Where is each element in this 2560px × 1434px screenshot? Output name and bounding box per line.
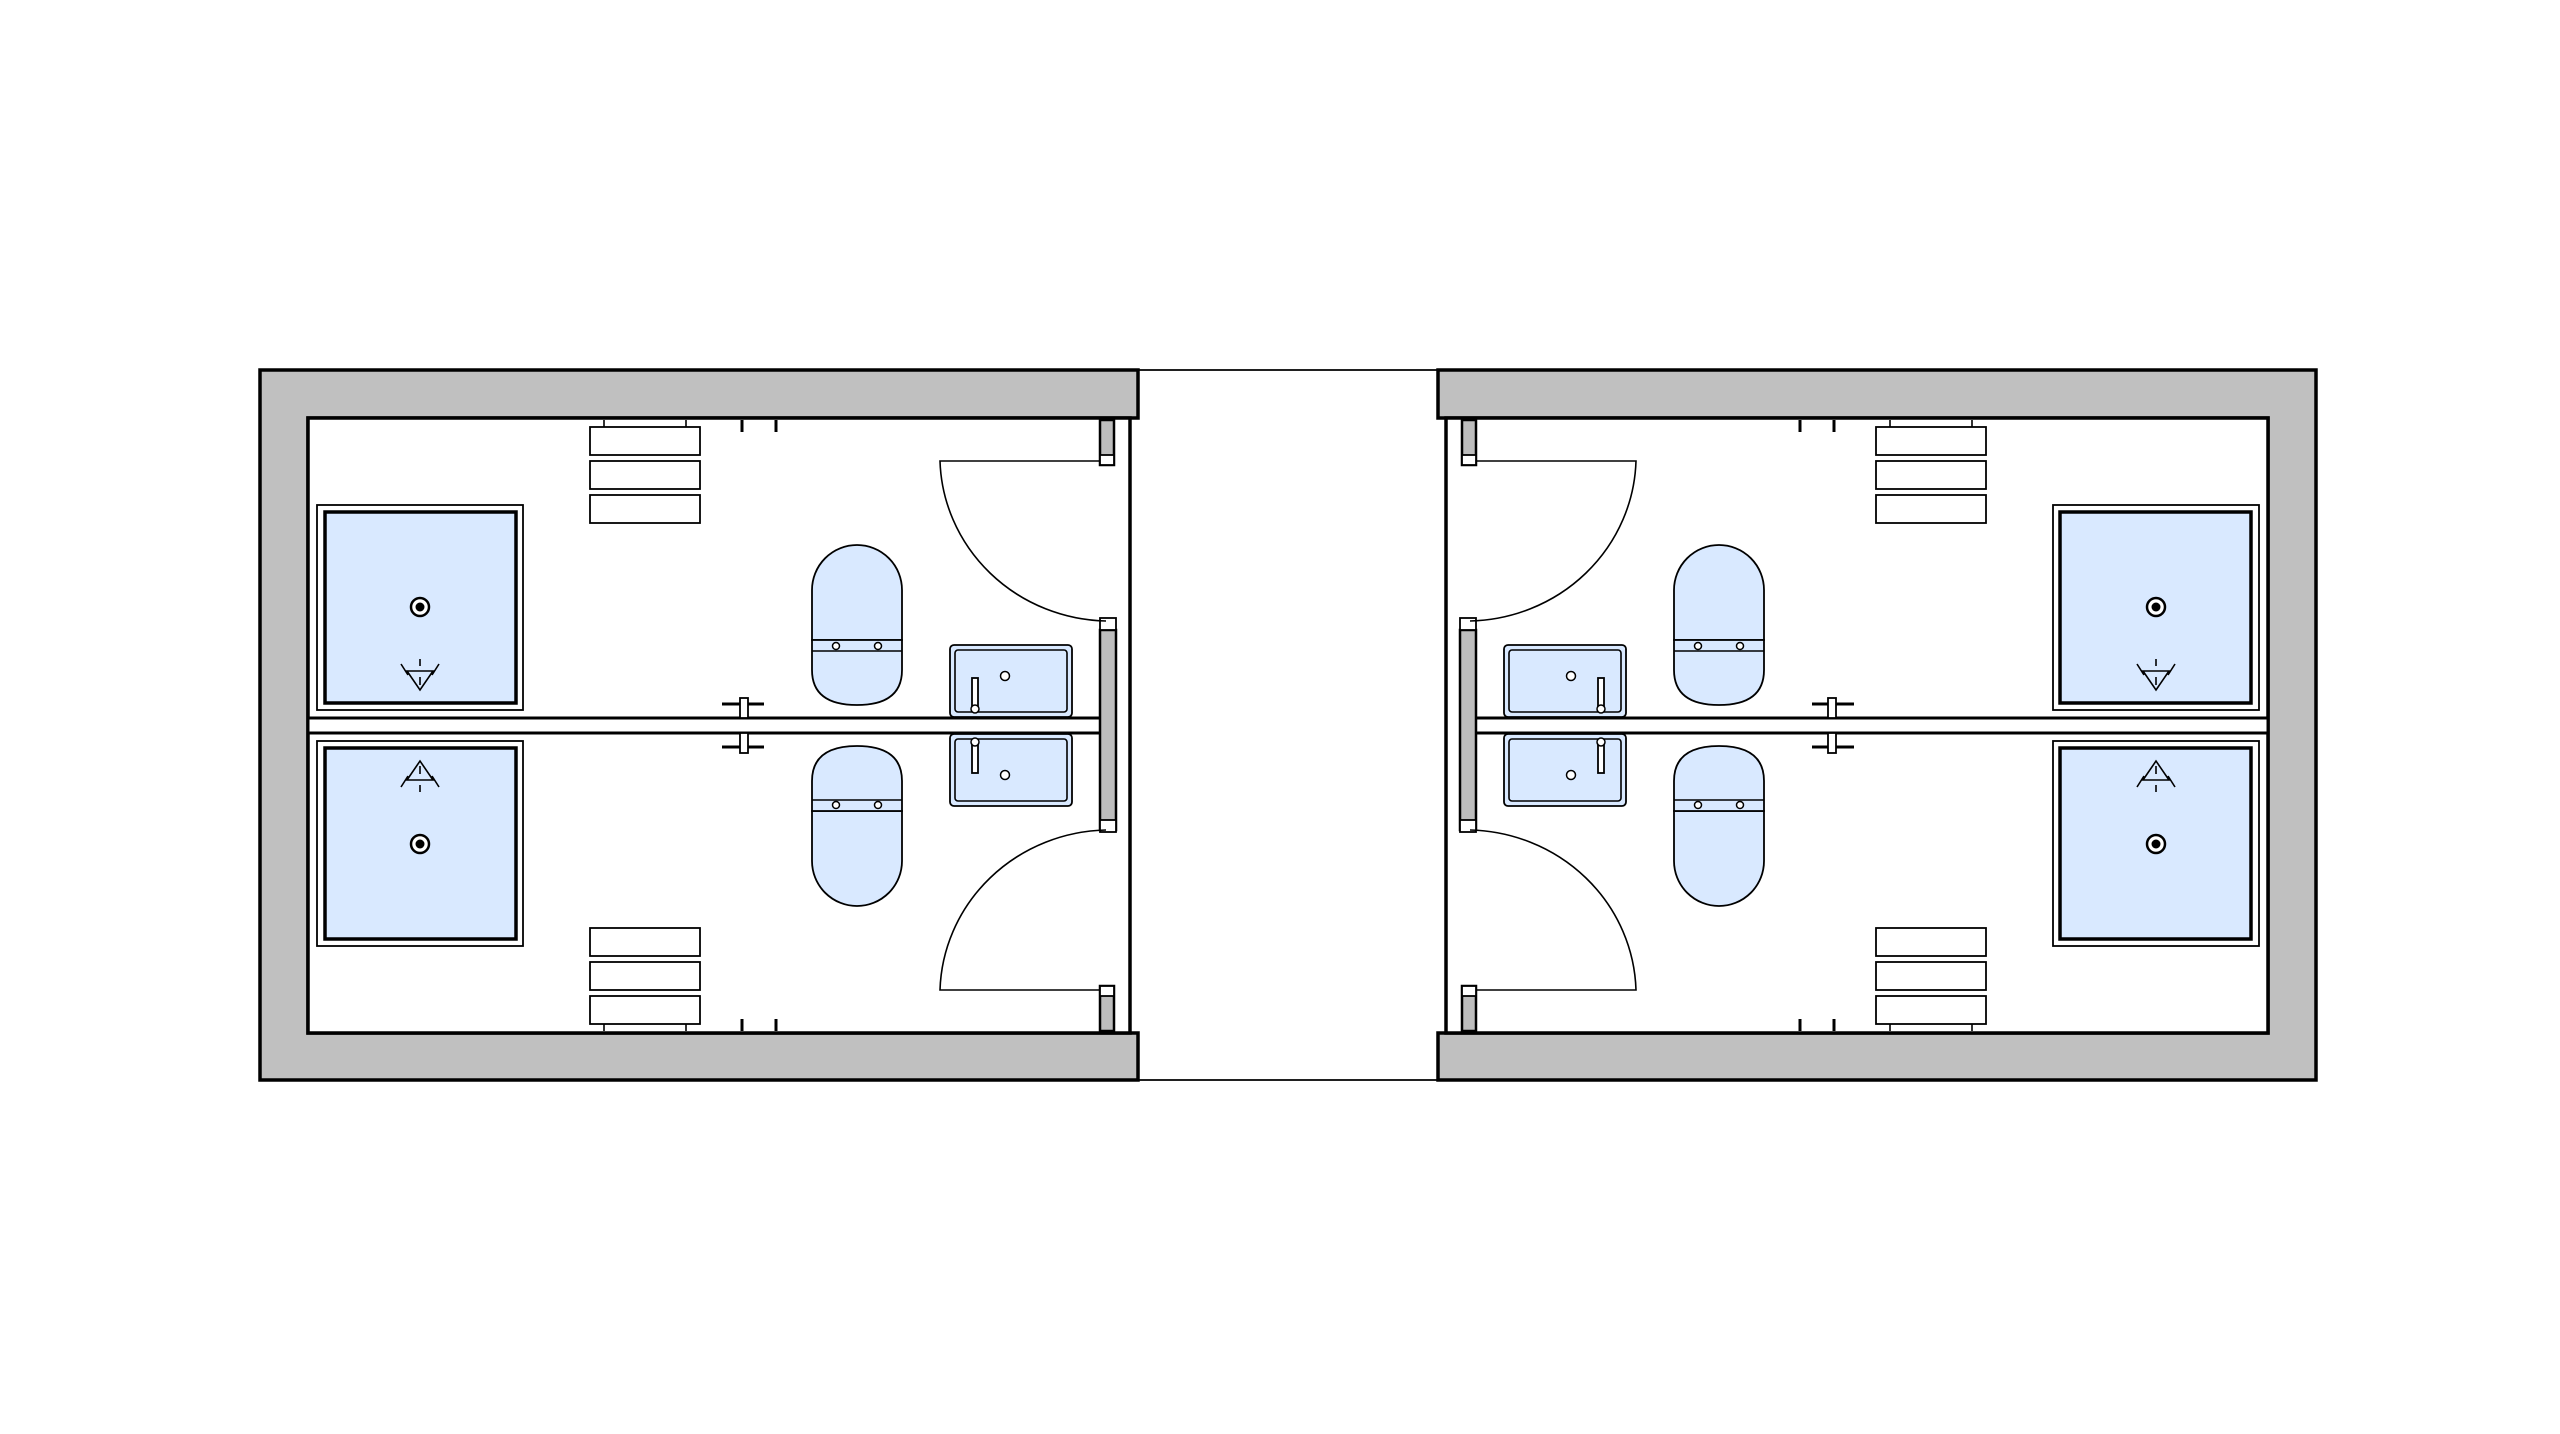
left-restroom-block (258, 368, 1140, 1082)
right-central-jamb (1458, 628, 1478, 832)
left-partition (306, 716, 1110, 735)
left-central-jamb (1098, 628, 1118, 832)
right-partition (1466, 716, 2270, 735)
right-restroom-block (1436, 368, 2318, 1082)
